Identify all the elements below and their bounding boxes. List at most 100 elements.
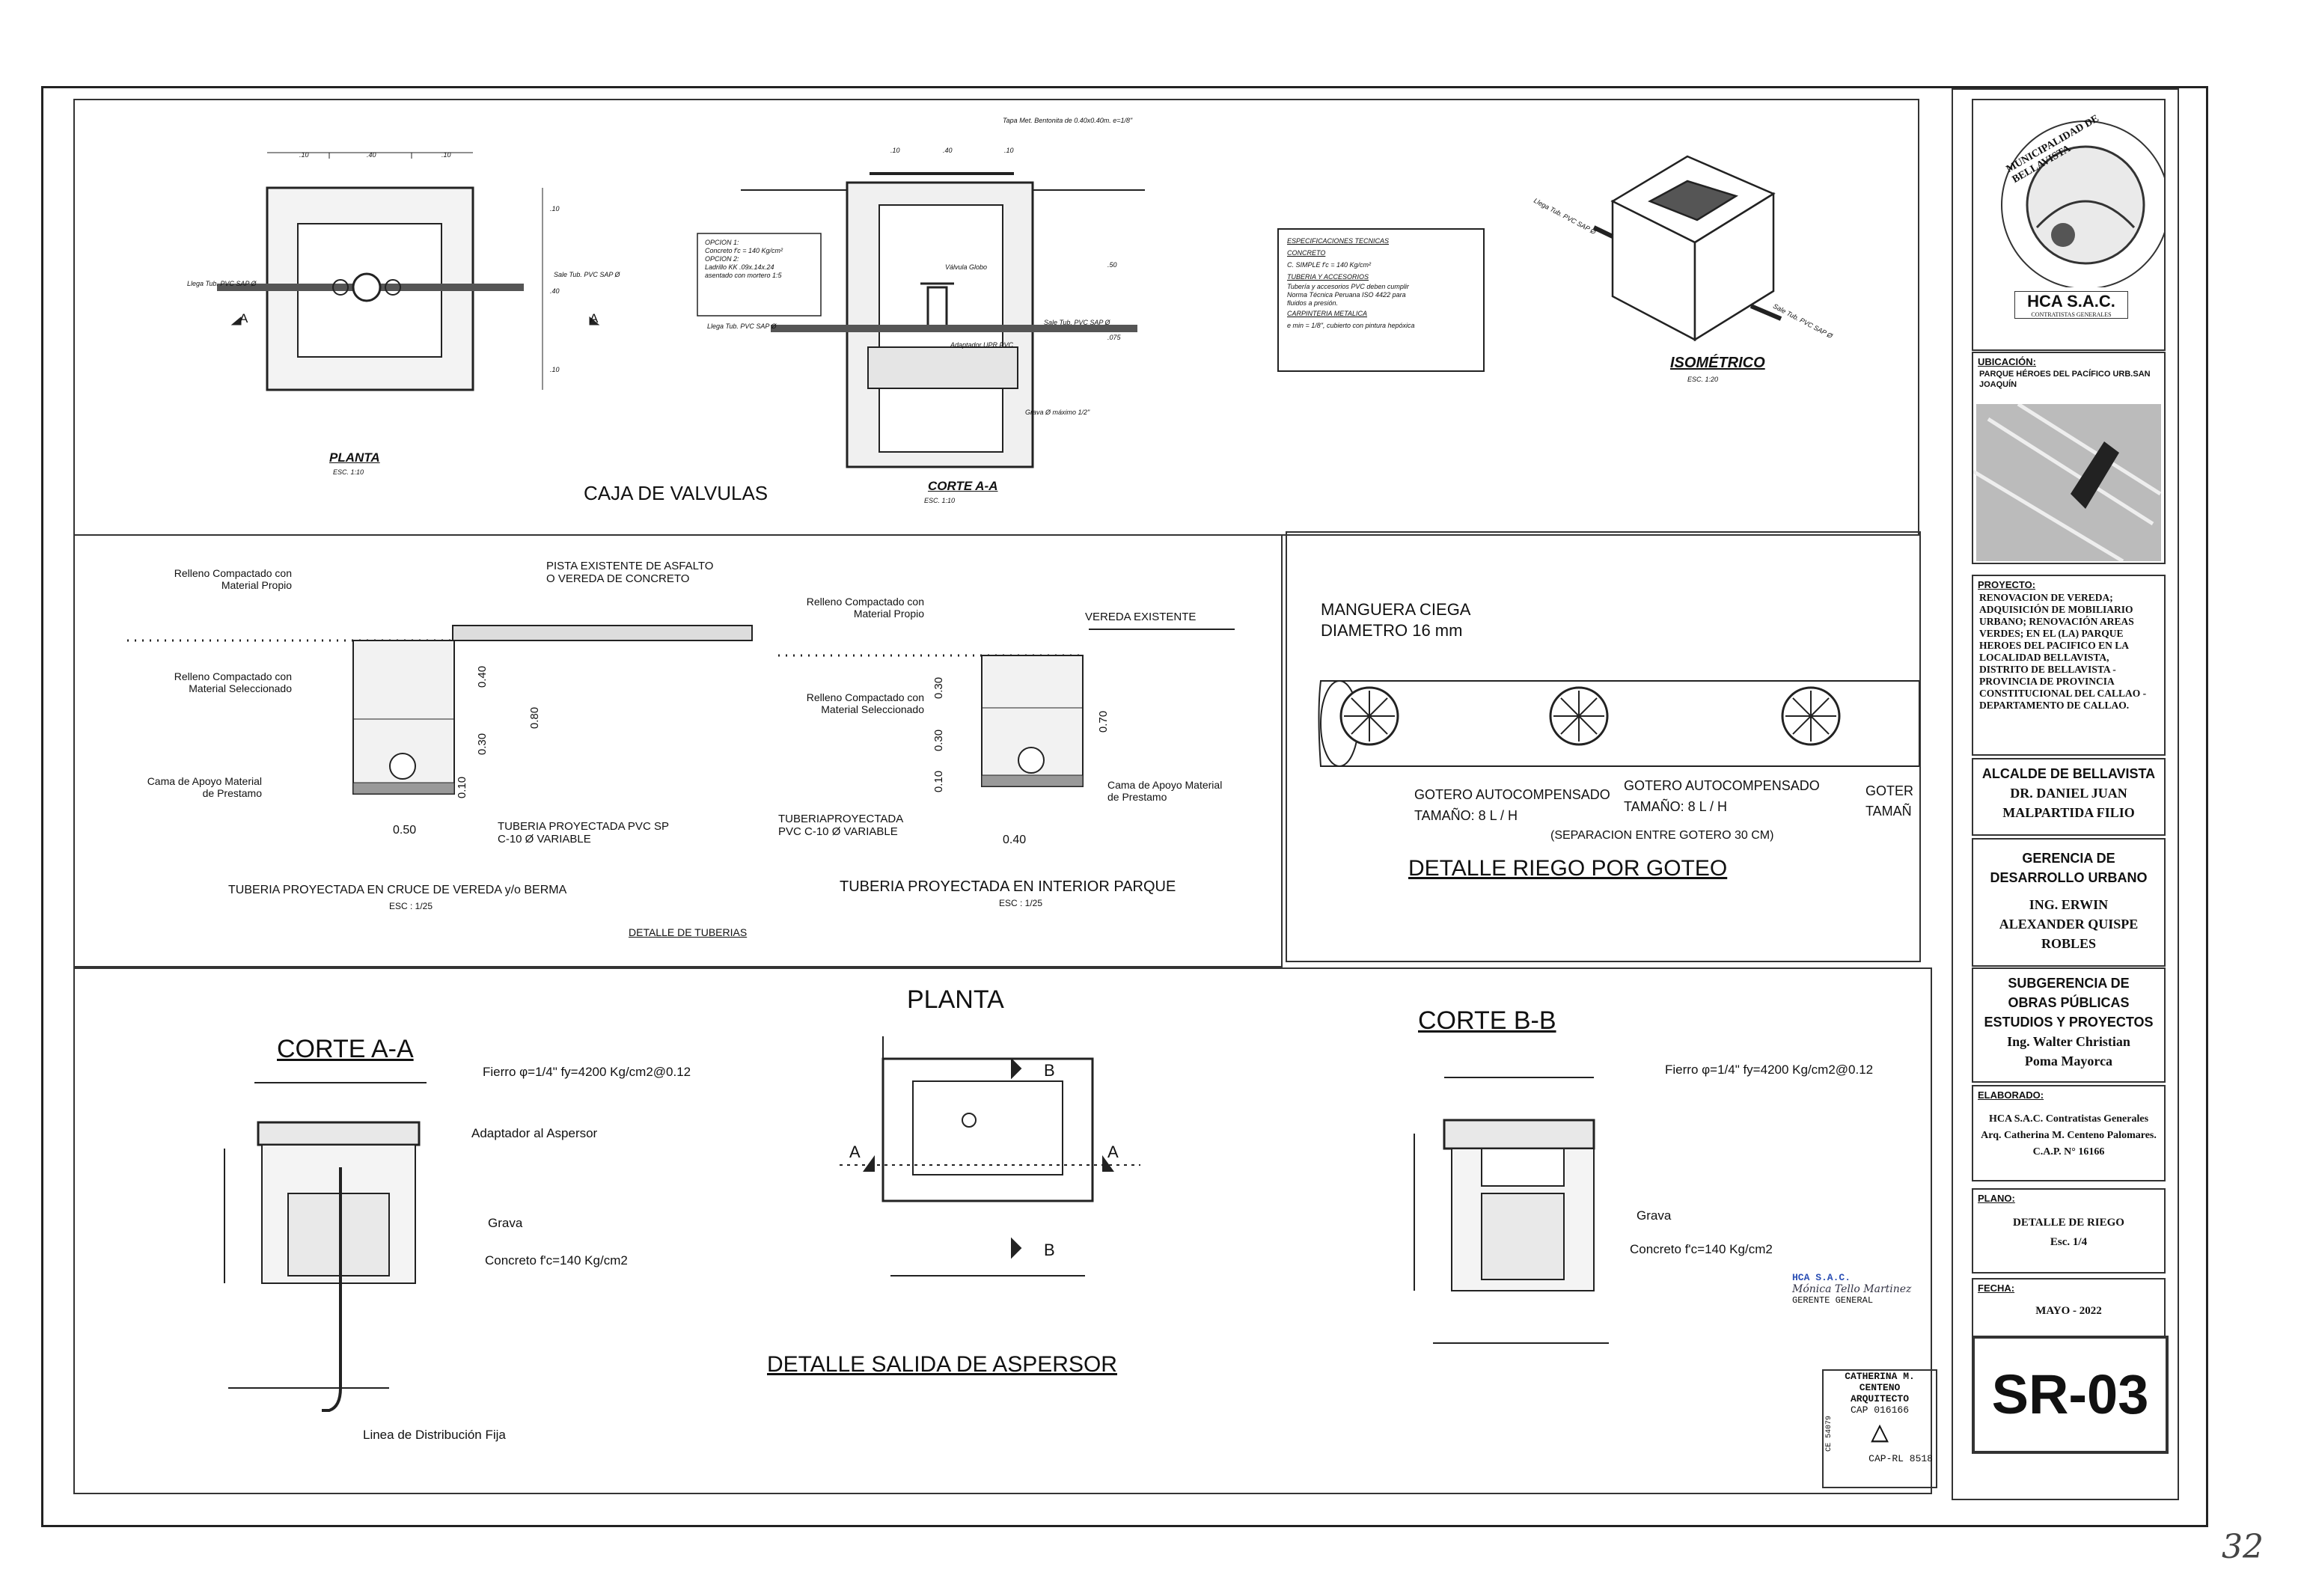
right-dim-030a: 0.30: [932, 676, 946, 700]
pipes-footer: DETALLE DE TUBERIAS: [629, 926, 748, 938]
section-scale: ESC. 1:10: [924, 497, 956, 504]
left-pipe: TUBERIA PROYECTADA PVC SP C-10 Ø VARIABL…: [498, 820, 669, 846]
emitter-label-2: GOTERO AUTOCOMPENSADO: [1624, 778, 1820, 793]
spec-line: e min = 1/8", cubierto con pintura hepóx…: [1287, 322, 1415, 329]
spec-line: CONCRETO: [1287, 249, 1326, 257]
municipality-seal-icon: [2001, 120, 2164, 287]
left-dim-050: 0.50: [393, 824, 417, 837]
gravel-label-bb: Grava: [1637, 1208, 1672, 1223]
submanagement-box: SUBGERENCIA DE OBRAS PÚBLICAS ESTUDIOS Y…: [1972, 967, 2166, 1083]
plan-marker-b-bottom: B: [1044, 1241, 1055, 1259]
contractor-logo-sub: CONTRATISTAS GENERALES: [2031, 311, 2112, 318]
subman-name-2: Poma Mayorca: [2024, 1054, 2113, 1068]
project-heading: PROYECTO:: [1978, 579, 2036, 590]
management-name-3: ROBLES: [2041, 936, 2097, 951]
sprinkler-section-aa: CORTE A-A: [277, 1035, 414, 1063]
dim-sec-50: .50: [1107, 261, 1117, 269]
adapter-note: Adaptador UPR PVC: [950, 341, 1014, 349]
size-label-1: TAMAÑO: 8 L / H: [1414, 808, 1518, 823]
left-dim-010: 0.10: [456, 776, 469, 799]
valve-box-panel: Llega Tub. PVC SAP Ø Sale Tub. PVC SAP Ø…: [73, 99, 1919, 536]
plan-name: DETALLE DE RIEGO: [2013, 1217, 2124, 1229]
plan-heading: PLANO:: [1978, 1193, 2015, 1204]
architect-ce: CE 54079: [1825, 1416, 1833, 1452]
iso-title: ISOMÉTRICO: [1670, 355, 1765, 371]
spec-line: Norma Técnica Peruana ISO 4422 para: [1287, 291, 1406, 299]
outlet-label: Sale Tub. PVC SAP Ø: [554, 271, 620, 278]
dim-sec-40: .40: [943, 147, 953, 154]
right-dim-010: 0.10: [932, 770, 946, 793]
location-map: [1973, 404, 2162, 561]
plan-scale: ESC. 1:10: [333, 468, 364, 476]
cover-note: Tapa Met. Bentonita de 0.40x0.40m. e=1/8…: [1003, 117, 1133, 124]
gravel-label-aa: Grava: [488, 1216, 523, 1230]
pipes-panel: Relleno Compactado con Material Propio R…: [73, 534, 1283, 967]
project-value: RENOVACION DE VEREDA; ADQUISICIÓN DE MOB…: [1979, 592, 2147, 711]
management-title-2: DESARROLLO URBANO: [1990, 870, 2148, 885]
rebar-label-bb: Fierro φ=1/4" fy=4200 Kg/cm2@0.12: [1665, 1063, 1874, 1077]
left-fill-top: Relleno Compactado con Material Propio: [174, 567, 292, 591]
subman-title-3: ESTUDIOS Y PROYECTOS: [1984, 1015, 2154, 1030]
distribution-line: Linea de Distribución Fija: [363, 1428, 506, 1442]
valve-plan: [217, 152, 600, 391]
left-pavement: PISTA EXISTENTE DE ASFALTO O VEREDA DE C…: [546, 560, 714, 585]
left-fill-selected: Relleno Compactado con Material Seleccio…: [174, 670, 292, 694]
prepared-line-2: Arq. Catherina M. Centeno Palomares.: [1981, 1130, 2157, 1141]
right-sidewalk: VEREDA EXISTENTE: [1085, 611, 1197, 623]
prepared-line-3: C.A.P. N° 16166: [2032, 1146, 2105, 1158]
valve-box-drawing: [217, 152, 1782, 468]
spec-line: fluidos a presión.: [1287, 299, 1339, 307]
plan-marker-a-left: A: [849, 1143, 861, 1161]
inlet-label: Llega Tub. PVC SAP Ø: [187, 280, 257, 287]
drip-panel: MANGUERA CIEGA DIAMETRO 16 mm GOTERO AUT…: [1286, 531, 1921, 962]
option-line: OPCION 2:: [705, 255, 739, 263]
contractor-logo-text: HCA S.A.C.: [2027, 292, 2115, 311]
spec-line: CARPINTERIA METALICA: [1287, 310, 1368, 317]
spacing-label: (SEPARACION ENTRE GOTERO 30 CM): [1550, 829, 1774, 842]
drawing-sheet-border: [41, 86, 2208, 1527]
plan-box: PLANO: DETALLE DE RIEGO Esc. 1/4: [1972, 1188, 2166, 1274]
emitter-spoke: [1560, 715, 1580, 735]
spec-line: TUBERIA Y ACCESORIOS: [1287, 273, 1369, 281]
subman-title-1: SUBGERENCIA DE: [2008, 976, 2130, 991]
emitter-label-3: GOTER: [1865, 783, 1914, 798]
emitter-spoke: [1369, 697, 1388, 717]
dim-plan-10b: .10: [441, 151, 451, 159]
subman-name-1: Ing. Walter Christian: [2007, 1034, 2130, 1049]
emitter-label-1: GOTERO AUTOCOMPENSADO: [1414, 787, 1610, 802]
emitter-spoke: [1792, 715, 1812, 735]
plan-marker-a-right: A: [1107, 1143, 1119, 1161]
management-name-1: ING. ERWIN: [2029, 897, 2109, 912]
municipality-logo-box: MUNICIPALIDAD DE BELLAVISTA HCA S.A.C. C…: [1972, 99, 2166, 351]
right-dim-030b: 0.30: [932, 729, 946, 752]
gravel-note: Grava Ø máximo 1/2": [1025, 409, 1090, 416]
architect-stamp: CATHERINA M. CENTENO ARQUITECTO CAP 0161…: [1822, 1369, 1937, 1488]
dim-v-10: .10: [550, 205, 560, 213]
left-title: TUBERIA PROYECTADA EN CRUCE DE VEREDA y/…: [228, 884, 567, 896]
architect-caprl: CAP-RL 8518: [1868, 1453, 1933, 1464]
sheet-code-box: SR-03: [1972, 1336, 2169, 1454]
hose-label: MANGUERA CIEGA: [1321, 600, 1471, 619]
sprinkler-plan: PLANTA: [907, 985, 1004, 1014]
left-dim-030: 0.30: [476, 733, 489, 756]
size-label-2: TAMAÑO: 8 L / H: [1624, 799, 1728, 814]
emitter-spoke: [1578, 715, 1598, 735]
plan-marker-b-top: B: [1044, 1061, 1055, 1080]
prepared-heading: ELABORADO:: [1978, 1089, 2044, 1101]
location-box: UBICACIÓN: PARQUE HÉROES DEL PACÍFICO UR…: [1972, 352, 2166, 564]
iso-scale: ESC. 1:20: [1687, 376, 1719, 383]
management-box: GERENCIA DE DESARROLLO URBANO ING. ERWIN…: [1972, 838, 2166, 967]
emitters: [1339, 686, 1841, 746]
signer-role: GERENTE GENERAL: [1792, 1295, 1874, 1306]
cut-marker-right: A: [590, 311, 599, 325]
left-dim-040: 0.40: [476, 665, 489, 688]
rebar-label: Fierro φ=1/4" fy=4200 Kg/cm2@0.12: [483, 1065, 691, 1079]
emitter-spoke: [1351, 697, 1370, 717]
cap-triangle-icon: △: [1870, 1417, 1889, 1451]
left-scale: ESC : 1/25: [389, 901, 433, 911]
dim-plan-40: .40: [367, 151, 376, 159]
sprinkler-title: DETALLE SALIDA DE ASPERSOR: [767, 1352, 1117, 1377]
plan-scale-value: Esc. 1/4: [2050, 1236, 2088, 1248]
dim-v-40: .40: [550, 287, 560, 295]
options-note: OPCION 1: Concreto f'c = 140 Kg/cm² OPCI…: [705, 239, 783, 280]
